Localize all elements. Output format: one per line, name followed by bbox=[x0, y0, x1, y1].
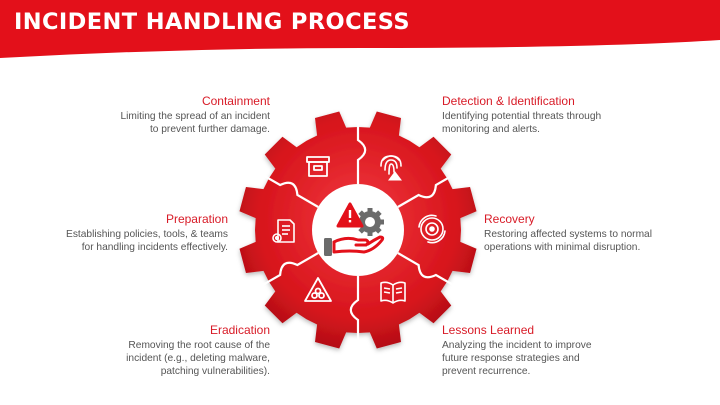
biohazard-warning-icon bbox=[304, 277, 332, 302]
step-heading: Preparation bbox=[165, 212, 228, 226]
segment-divider bbox=[251, 168, 319, 208]
step-description: Restoring affected systems to normal ope… bbox=[484, 228, 714, 254]
gear-tooth bbox=[367, 208, 373, 213]
gear-tooth bbox=[379, 219, 384, 225]
step-description: Identifying potential threats through mo… bbox=[442, 110, 672, 136]
step-heading: Recovery bbox=[484, 212, 535, 226]
document-gear-icon bbox=[272, 219, 295, 243]
open-book-icon bbox=[380, 281, 406, 304]
step-description: Limiting the spread of an incident to pr… bbox=[40, 110, 270, 136]
step-line: Removing the root cause of the bbox=[128, 340, 270, 351]
banner-shape bbox=[0, 0, 720, 58]
step-recovery: Recovery Restoring affected systems to n… bbox=[484, 212, 714, 254]
step-line: patching vulnerabilities). bbox=[160, 366, 270, 377]
box-icon bbox=[306, 156, 330, 177]
fingerprint-warning-icon bbox=[380, 155, 402, 181]
segment-divider bbox=[397, 252, 465, 292]
step-lessons-learned: Lessons Learned Analyzing the incident t… bbox=[442, 323, 672, 378]
step-detection-identification: Detection & Identification Identifying p… bbox=[442, 94, 672, 136]
step-line: monitoring and alerts. bbox=[442, 124, 540, 135]
step-line: Identifying potential threats through bbox=[442, 111, 602, 122]
step-heading: Containment bbox=[201, 94, 270, 108]
step-line: Analyzing the incident to improve bbox=[442, 340, 592, 351]
gear-refresh-icon bbox=[418, 214, 446, 244]
gear-tooth bbox=[367, 231, 373, 236]
step-line: Limiting the spread of an incident bbox=[120, 111, 270, 122]
step-line: for handling incidents effectively. bbox=[81, 242, 228, 253]
step-line: incident (e.g., deleting malware, bbox=[126, 353, 270, 364]
step-heading: Lessons Learned bbox=[442, 323, 535, 337]
gear-dividers bbox=[251, 108, 465, 352]
center-hub bbox=[312, 184, 404, 276]
step-heading: Eradication bbox=[209, 323, 270, 337]
step-line: future response strategies and bbox=[442, 353, 580, 364]
title-banner: INCIDENT HANDLING PROCESS bbox=[0, 0, 720, 62]
step-preparation: Preparation Establishing policies, tools… bbox=[0, 212, 228, 254]
segment-divider bbox=[349, 276, 360, 352]
step-line: operations with minimal disruption. bbox=[484, 242, 641, 253]
step-description: Establishing policies, tools, & teams fo… bbox=[0, 228, 228, 254]
segment-divider bbox=[251, 252, 319, 292]
step-line: Restoring affected systems to normal bbox=[484, 229, 652, 240]
step-containment: Containment Limiting the spread of an in… bbox=[40, 94, 270, 136]
segment-divider bbox=[356, 108, 367, 184]
step-line: Establishing policies, tools, & teams bbox=[66, 229, 228, 240]
page-title: INCIDENT HANDLING PROCESS bbox=[14, 9, 410, 35]
step-line: to prevent further damage. bbox=[149, 124, 270, 135]
step-heading: Detection & Identification bbox=[442, 94, 575, 108]
segment-divider bbox=[397, 168, 465, 208]
step-line: prevent recurrence. bbox=[442, 366, 531, 377]
step-description: Removing the root cause of the incident … bbox=[40, 339, 270, 378]
step-eradication: Eradication Removing the root cause of t… bbox=[40, 323, 270, 378]
step-description: Analyzing the incident to improve future… bbox=[442, 339, 672, 378]
